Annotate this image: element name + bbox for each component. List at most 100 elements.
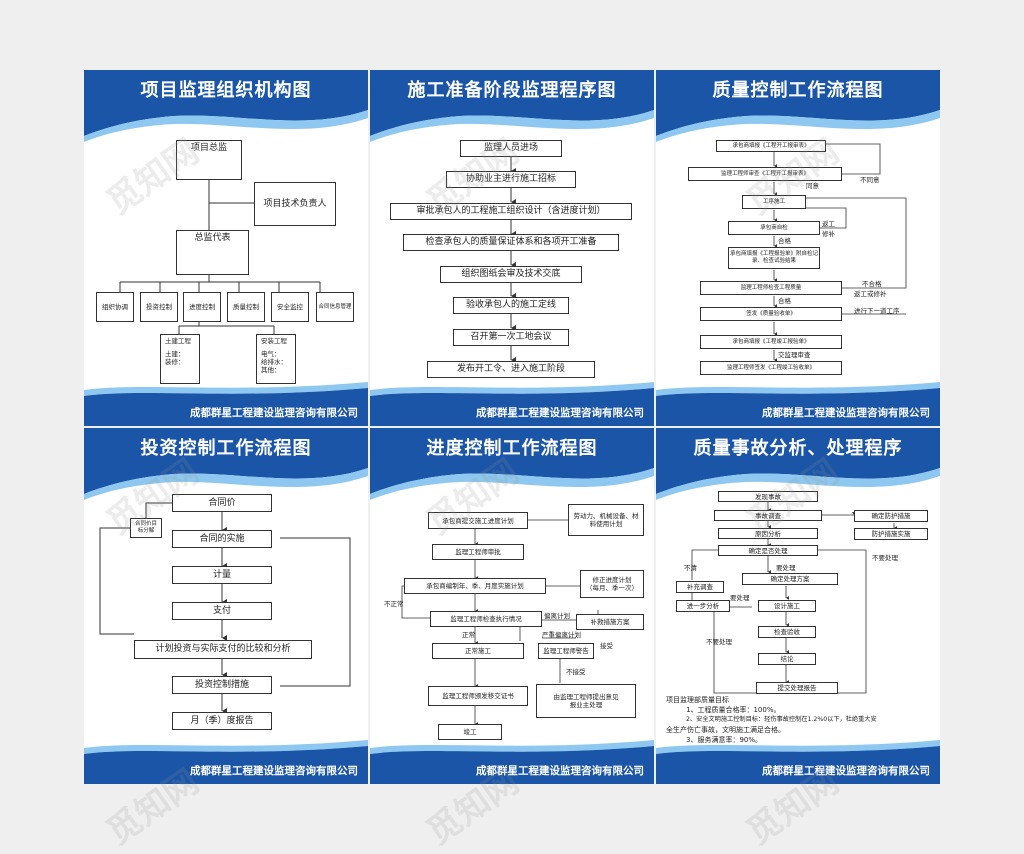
label-next: 进行下一道工序 bbox=[854, 307, 900, 315]
header-wave bbox=[370, 428, 654, 500]
box-civil: 土建工程 土建： 装修： bbox=[160, 334, 200, 384]
label-noneed-2: 不要处理 bbox=[706, 638, 732, 646]
box-dept-3: 进度控制 bbox=[183, 292, 221, 322]
step-box: 提交处理报告 bbox=[756, 682, 838, 694]
panel-header: 质量事故分析、处理程序 bbox=[656, 428, 940, 508]
step-box: 承包商提交施工进度计划 bbox=[428, 512, 528, 529]
label-pass: 合格 bbox=[778, 237, 791, 245]
step-box: 监理工程师检查执行情况 bbox=[430, 611, 542, 627]
panel-investment-control: 投资控制工作流程图 合同价 合同价目标分解 合同的实施 计量 支付 计划投资与实… bbox=[84, 428, 368, 784]
panel-footer: 成都群星工程建设监理咨询有限公司 bbox=[370, 738, 654, 784]
install-item: 电气： bbox=[261, 350, 281, 358]
panel-footer: 成都群星工程建设监理咨询有限公司 bbox=[656, 738, 940, 784]
header-wave bbox=[84, 428, 368, 500]
step-box: 合同的实施 bbox=[172, 530, 272, 548]
box-remedy: 补救措施方案 bbox=[576, 614, 644, 630]
box-tech-lead: 项目技术负责人 bbox=[254, 182, 336, 226]
box-further-analysis: 进一步分析 bbox=[676, 600, 730, 612]
step-box: 正常施工 bbox=[432, 643, 524, 659]
panel-org-chart: 项目监理组织机构图 项目总监 项目技术负责人 总监代表 组织协调 投资控制 进度… bbox=[84, 70, 368, 426]
label-deviate: 偏离计划 bbox=[544, 612, 570, 620]
box-extra-survey: 补充调查 bbox=[676, 581, 724, 593]
label-repair: 修补 bbox=[822, 230, 835, 238]
header-wave bbox=[370, 70, 654, 142]
footer-wave bbox=[370, 382, 654, 426]
owner-report-line: 报业主处理 bbox=[569, 701, 603, 709]
box-target-split: 合同价目标分解 bbox=[130, 518, 162, 538]
panel-footer: 成都群星工程建设监理咨询有限公司 bbox=[370, 380, 654, 426]
step-box: 监理工程师颁发移交证书 bbox=[428, 686, 528, 706]
quality-goal-item: 2、安全文明施工控制目标：轻伤事故控制在1.2%0以下，杜绝重大安 bbox=[686, 716, 877, 723]
step-box: 计划投资与实际支付的比较和分析 bbox=[134, 640, 312, 659]
quality-goal-item: 3、服务满意率：90%。 bbox=[686, 736, 763, 744]
step-box: 合同价 bbox=[172, 494, 272, 512]
label-abnormal: 不正常 bbox=[384, 600, 404, 608]
panel-header: 质量控制工作流程图 bbox=[656, 70, 940, 150]
company-name: 成都群星工程建设监理咨询有限公司 bbox=[190, 765, 358, 777]
step-box: 监理工程师审查《工程开工报审表》 bbox=[688, 167, 842, 181]
panel-footer: 成都群星工程建设监理咨询有限公司 bbox=[84, 380, 368, 426]
label-rework: 返工 bbox=[822, 220, 835, 228]
box-dept-2: 投资控制 bbox=[140, 292, 178, 322]
box-director: 项目总监 bbox=[176, 140, 242, 180]
panel-header: 进度控制工作流程图 bbox=[370, 428, 654, 508]
panel-title: 投资控制工作流程图 bbox=[140, 438, 312, 459]
panel-title: 进度控制工作流程图 bbox=[426, 438, 598, 459]
header-wave bbox=[656, 428, 940, 500]
step-box: 竣工 bbox=[438, 724, 502, 740]
step-box: 工序施工 bbox=[742, 195, 806, 209]
box-resource-plan: 劳动力、机械设备、材料使用计划 bbox=[568, 504, 644, 536]
connector-lines bbox=[773, 143, 907, 362]
panel-prep-stage: 施工准备阶段监理程序图 监理人员进场 协助业主进行施工招标 审批承包人的工程施工… bbox=[370, 70, 654, 426]
install-item: 其他： bbox=[261, 366, 281, 374]
panel-title: 质量事故分析、处理程序 bbox=[693, 438, 903, 459]
step-box: 发布开工令、进入施工阶段 bbox=[427, 361, 595, 378]
box-protect-impl: 防护措施实施 bbox=[854, 528, 928, 540]
panel-header: 项目监理组织机构图 bbox=[84, 70, 368, 150]
step-box: 投资控制措施 bbox=[172, 676, 272, 694]
label-review: 交监理审查 bbox=[778, 351, 811, 359]
connector-lines bbox=[99, 502, 351, 714]
panel-title: 质量控制工作流程图 bbox=[712, 80, 884, 101]
footer-wave bbox=[84, 382, 368, 426]
step-box: 原因分析 bbox=[718, 528, 818, 539]
panel-quality-control: 质量控制工作流程图 承包商填报《工程开工报审表》 监理工程师审查《工程开工报审表… bbox=[656, 70, 940, 426]
step-box: 事故调查 bbox=[714, 510, 822, 521]
step-box: 监理工程师签发《工程竣工验收单》 bbox=[700, 361, 842, 375]
company-name: 成都群星工程建设监理咨询有限公司 bbox=[762, 765, 930, 777]
panel-title: 施工准备阶段监理程序图 bbox=[407, 80, 617, 101]
box-dept-1: 组织协调 bbox=[96, 292, 134, 322]
step-box: 审批承包人的工程施工组织设计（含进度计划） bbox=[390, 203, 632, 220]
step-box: 监理工程师检查工程质量 bbox=[700, 281, 842, 295]
label-reject: 不接受 bbox=[566, 668, 586, 676]
step-box: 验收承包人的施工定线 bbox=[453, 297, 569, 314]
panel-header: 施工准备阶段监理程序图 bbox=[370, 70, 654, 150]
civil-title: 土建工程 bbox=[165, 337, 191, 345]
company-name: 成都群星工程建设监理咨询有限公司 bbox=[762, 407, 930, 419]
footer-wave bbox=[656, 382, 940, 426]
label-rework-repair: 返工或修补 bbox=[854, 290, 887, 298]
step-box: 计量 bbox=[172, 566, 272, 584]
civil-item: 装修： bbox=[165, 358, 185, 366]
header-wave bbox=[656, 70, 940, 142]
step-box: 承包商填报《工程开工报审表》 bbox=[716, 140, 826, 152]
step-box: 签发《质量验收单》 bbox=[700, 307, 842, 321]
box-protect-measure: 确定防护措施 bbox=[854, 510, 928, 522]
step-box: 确定处理方案 bbox=[742, 573, 838, 585]
box-owner-report: 由监理工程师提出意见 报业主处理 bbox=[536, 684, 636, 718]
label-agree: 同意 bbox=[806, 182, 819, 190]
company-name: 成都群星工程建设监理咨询有限公司 bbox=[476, 765, 644, 777]
revise-plan-line: 修正进度计划 bbox=[592, 576, 632, 584]
step-box: 承包商编制年、季、月度实施计划 bbox=[404, 578, 546, 594]
box-dept-5: 安全监控 bbox=[271, 292, 309, 322]
box-warning: 监理工程师警告 bbox=[538, 643, 594, 659]
step-box: 承包商填报《工程竣工报验单》 bbox=[700, 335, 842, 349]
step-box: 月（季）度报告 bbox=[172, 712, 272, 730]
label-accept: 接受 bbox=[600, 642, 613, 650]
label-fail: 不合格 bbox=[862, 280, 882, 288]
civil-item: 土建： bbox=[165, 350, 185, 358]
quality-goal-title: 项目监理部质量目标 bbox=[666, 696, 729, 704]
company-name: 成都群星工程建设监理咨询有限公司 bbox=[476, 407, 644, 419]
step-box: 结论 bbox=[758, 653, 816, 665]
owner-report-line: 由监理工程师提出意见 bbox=[553, 693, 619, 701]
